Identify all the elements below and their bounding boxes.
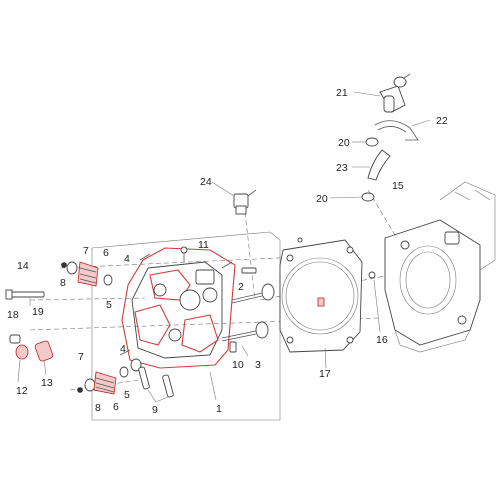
label-6-upper: 6	[103, 247, 109, 259]
label-24: 24	[200, 176, 212, 188]
label-4-lower: 4	[120, 343, 126, 355]
label-21: 21	[336, 87, 348, 99]
cylinder-block	[368, 181, 496, 353]
label-5-upper: 5	[106, 299, 112, 311]
label-11: 11	[198, 239, 209, 251]
label-18: 18	[7, 309, 19, 321]
label-7-upper: 7	[83, 245, 89, 257]
label-16: 16	[376, 334, 388, 346]
left-parts	[5, 261, 257, 398]
label-23: 23	[336, 162, 348, 174]
label-9: 9	[152, 404, 158, 416]
label-22: 22	[436, 115, 448, 127]
label-4-upper: 4	[124, 253, 130, 265]
part-labels: 1 2 3 4 4 5 5 6 6 7 7 8 8 9 10 11 12 13 …	[7, 87, 448, 416]
head-gasket	[279, 237, 363, 353]
label-1: 1	[216, 403, 222, 415]
label-8-lower: 8	[95, 402, 101, 414]
label-20-lower: 20	[316, 193, 328, 205]
leader-lines	[17, 91, 431, 403]
label-20-upper: 20	[338, 137, 350, 149]
label-6-lower: 6	[113, 401, 119, 413]
valves	[221, 283, 275, 342]
label-10: 10	[232, 359, 244, 371]
label-5-lower: 5	[124, 389, 130, 401]
label-14: 14	[17, 260, 29, 272]
label-7-lower: 7	[78, 351, 84, 363]
label-8-upper: 8	[60, 277, 66, 289]
water-fitting	[361, 73, 419, 202]
temperature-sensor	[233, 189, 257, 215]
cylinder-head-assembly	[119, 246, 236, 369]
label-3: 3	[255, 359, 261, 371]
label-13: 13	[41, 377, 53, 389]
label-19: 19	[32, 306, 44, 318]
label-17: 17	[319, 368, 331, 380]
label-15: 15	[392, 180, 404, 192]
label-2: 2	[238, 281, 244, 293]
label-12: 12	[16, 385, 28, 397]
